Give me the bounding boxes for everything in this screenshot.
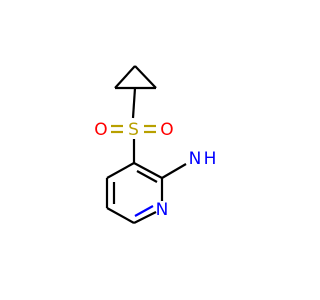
pyridine-ring — [105, 162, 164, 224]
molecule-canvas: S O O N H N — [94, 65, 217, 224]
structure-diagram: S O O N H N — [94, 65, 217, 224]
oxygen-right-atom-label: O — [160, 120, 173, 140]
amine-hydrogen-atom-label: H — [204, 149, 217, 169]
sulfonyl-double-bond-left — [111, 124, 123, 134]
ring-nitrogen-atom-label: N — [156, 200, 169, 220]
oxygen-left-atom-label: O — [94, 120, 107, 140]
bond-cyclopropyl-sulfur — [131, 87, 137, 119]
sulfur-atom-label: S — [128, 120, 139, 140]
cyclopropyl-ring — [114, 65, 157, 90]
sulfonyl-double-bond-right — [144, 124, 156, 134]
bond-ring-amine — [161, 163, 187, 179]
bond-cyclopropyl-left — [114, 65, 136, 89]
amine-nitrogen-atom-label: N — [189, 149, 202, 169]
bond-cyclopropyl-right — [134, 65, 157, 89]
